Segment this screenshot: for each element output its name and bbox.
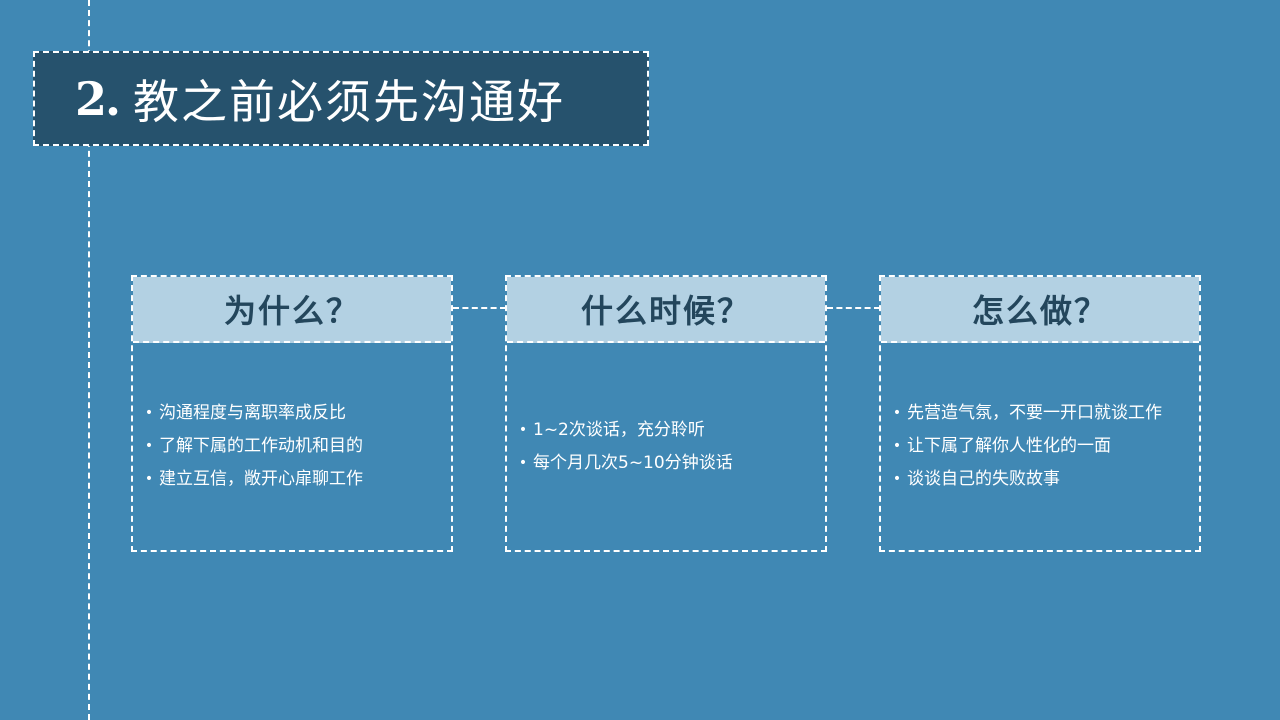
list-item: • 每个月几次5~10分钟谈话 [513,447,825,480]
connector-line-1 [453,307,506,309]
list-item: • 谈谈自己的失败故事 [887,463,1199,496]
bullet-icon: • [892,471,902,487]
bullet-icon: • [892,438,902,454]
list-item-text: 先营造气氛，不要一开口就谈工作 [907,403,1162,423]
list-item: • 先营造气氛，不要一开口就谈工作 [887,397,1199,430]
list-item: • 沟通程度与离职率成反比 [139,397,451,430]
bullet-icon: • [144,471,154,487]
title-number: 2. [75,71,121,126]
list-item: • 1~2次谈话，充分聆听 [513,414,825,447]
card-body: • 1~2次谈话，充分聆听 • 每个月几次5~10分钟谈话 [507,343,825,550]
bullet-icon: • [144,438,154,454]
list-item-text: 让下属了解你人性化的一面 [907,436,1111,456]
bullet-list: • 1~2次谈话，充分聆听 • 每个月几次5~10分钟谈话 [513,414,825,480]
page-title: 教之前必须先沟通好 [133,74,566,129]
list-item-text: 1~2次谈话，充分聆听 [533,419,705,440]
card-how: 怎么做？ • 先营造气氛，不要一开口就谈工作 • 让下属了解你人性化的一面 • 谈谈自… [879,275,1201,552]
bullet-icon: • [892,405,902,421]
list-item-text: 谈谈自己的失败故事 [907,469,1060,489]
title-box: 2. 教之前必须先沟通好 [33,51,649,146]
bullet-list: • 先营造气氛，不要一开口就谈工作 • 让下属了解你人性化的一面 • 谈谈自己的失败故… [887,397,1199,496]
card-body: • 先营造气氛，不要一开口就谈工作 • 让下属了解你人性化的一面 • 谈谈自己的失败故… [881,343,1199,550]
connector-line-2 [827,307,880,309]
card-heading: 怎么做？ [881,277,1199,343]
list-item-text: 沟通程度与离职率成反比 [159,403,346,423]
list-item: • 建立互信，敞开心扉聊工作 [139,463,451,496]
bullet-icon: • [518,454,528,471]
bullet-icon: • [144,405,154,421]
vertical-dashed-line [88,0,90,720]
card-heading: 什么时候？ [507,277,825,343]
bullet-icon: • [518,421,528,438]
list-item: • 了解下属的工作动机和目的 [139,430,451,463]
card-heading: 为什么？ [133,277,451,343]
list-item-text: 每个月几次5~10分钟谈话 [533,452,733,473]
bullet-list: • 沟通程度与离职率成反比 • 了解下属的工作动机和目的 • 建立互信，敞开心扉聊工作 [139,397,451,496]
list-item: • 让下属了解你人性化的一面 [887,430,1199,463]
list-item-text: 了解下属的工作动机和目的 [159,436,363,456]
card-why: 为什么？ • 沟通程度与离职率成反比 • 了解下属的工作动机和目的 • 建立互信，敞开… [131,275,453,552]
card-body: • 沟通程度与离职率成反比 • 了解下属的工作动机和目的 • 建立互信，敞开心扉聊工作 [133,343,451,550]
list-item-text: 建立互信，敞开心扉聊工作 [159,469,363,489]
card-when: 什么时候？ • 1~2次谈话，充分聆听 • 每个月几次5~10分钟谈话 [505,275,827,552]
